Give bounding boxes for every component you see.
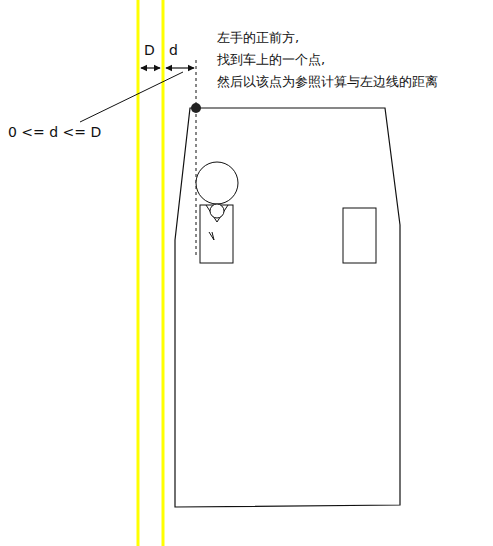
leader-line [80, 72, 183, 122]
note-text: 找到车上的一个点, [217, 52, 325, 68]
dimension-label: D [144, 42, 155, 59]
lane-line [137, 0, 140, 546]
seat [343, 208, 376, 263]
car-outline [175, 108, 400, 507]
dimension-label: d [169, 42, 178, 59]
reference-line [196, 60, 197, 255]
driver-head [196, 162, 238, 204]
reference-point [191, 103, 201, 113]
seat [200, 205, 233, 263]
note-text: 左手的正前方, [217, 30, 299, 46]
note-text: 然后以该点为参照计算与左边线的距离 [217, 74, 438, 90]
driver-neck [210, 204, 224, 218]
driver-tie [209, 232, 214, 240]
driver-collar [206, 205, 228, 222]
dimension-arrow [141, 67, 160, 68]
dimension-arrow [166, 67, 194, 68]
range-label: 0 <= d <= D [8, 124, 101, 141]
